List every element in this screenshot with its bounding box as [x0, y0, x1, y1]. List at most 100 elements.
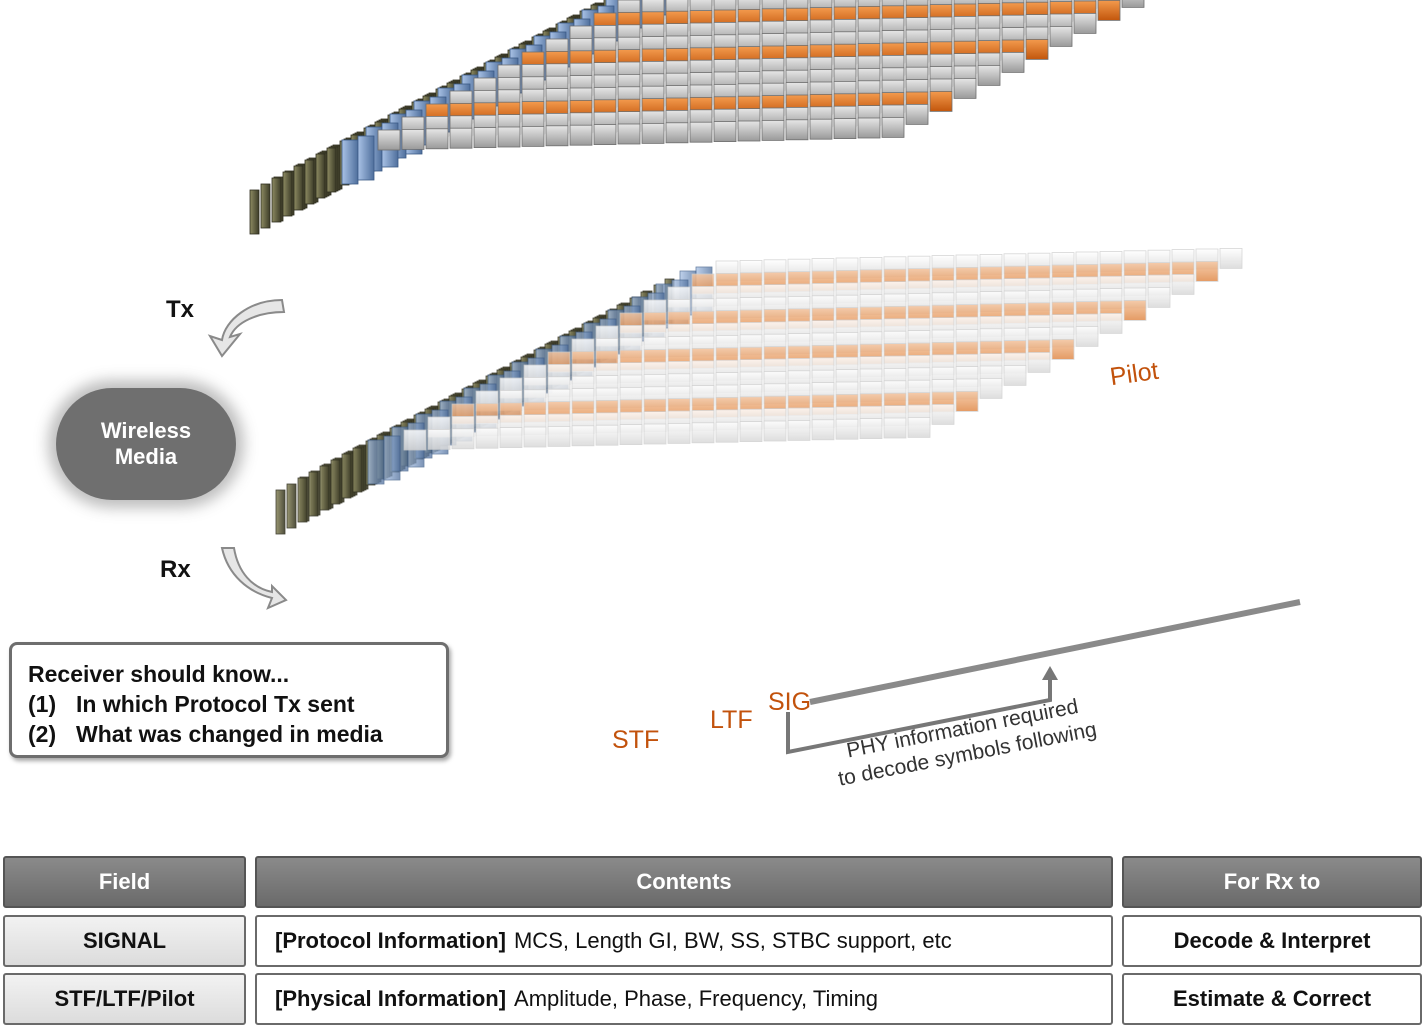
pilot-symbol: [1195, 260, 1219, 282]
data-symbol: [1219, 247, 1243, 269]
data-symbol: [1147, 286, 1171, 308]
row-training-contents: [Physical Information] Amplitude, Phase,…: [255, 973, 1113, 1025]
stf-symbol: [275, 489, 286, 535]
data-symbol: [883, 417, 907, 439]
stf-symbol: [249, 189, 260, 235]
phy-info-arrow-icon: [786, 674, 1052, 755]
row-signal-contents-bold: [Protocol Information]: [275, 928, 506, 953]
tx-arrow-icon: [207, 298, 286, 358]
data-symbol: [905, 104, 929, 125]
stf-symbol: [341, 453, 352, 499]
data-symbol: [667, 422, 691, 444]
data-symbol: [977, 65, 1001, 86]
data-symbol: [857, 117, 881, 139]
stf-symbol: [282, 171, 293, 217]
data-symbol: [859, 418, 883, 440]
stf-symbol: [293, 165, 304, 211]
stf-symbol: [326, 147, 337, 193]
receiver-note-item: (1)In which Protocol Tx sent: [28, 689, 430, 719]
data-symbol: [617, 123, 641, 145]
data-symbol: [1099, 312, 1123, 334]
data-symbol: [571, 425, 595, 447]
tx-label: Tx: [166, 296, 195, 323]
row-training-contents-text: Amplitude, Phase, Frequency, Timing: [514, 986, 879, 1011]
media-label-line1: Wireless: [100, 418, 192, 443]
data-symbol: [763, 420, 787, 442]
row-training-field: STF/LTF/Pilot: [3, 973, 246, 1025]
row-training-contents-bold: [Physical Information]: [275, 986, 507, 1011]
data-symbol: [787, 419, 811, 441]
receiver-note-title: Receiver should know...: [28, 661, 290, 687]
data-symbol: [665, 122, 689, 144]
pilot-symbol: [1123, 299, 1147, 321]
data-symbol: [689, 121, 713, 143]
receiver-note-text: In which Protocol Tx sent: [76, 691, 355, 717]
pilot-symbol: [1097, 0, 1121, 21]
header-contents: Contents: [255, 856, 1113, 908]
stf-symbol: [319, 465, 330, 511]
wireless-media-node: Wireless Media: [56, 388, 236, 500]
data-symbol: [739, 421, 763, 443]
row-signal-purpose: Decode & Interpret: [1122, 915, 1422, 967]
data-symbol: [1075, 325, 1099, 347]
data-symbol: [713, 121, 737, 142]
data-symbol: [785, 119, 809, 141]
data-symbol: [715, 421, 739, 443]
stf-symbol: [315, 153, 326, 199]
data-symbol: [761, 120, 785, 141]
data-symbol: [737, 120, 761, 142]
data-symbol: [811, 419, 835, 441]
pilot-symbol: [1051, 338, 1075, 360]
data-symbol: [449, 127, 473, 149]
data-symbol: [475, 427, 499, 449]
stf-symbol: [304, 159, 315, 205]
data-symbol: [1171, 273, 1195, 295]
media-label-line2: Media: [114, 444, 178, 469]
data-symbol: [1049, 25, 1073, 47]
data-symbol: [691, 422, 715, 444]
data-symbol: [1027, 351, 1051, 373]
ofdm-frame-diagram: [207, 0, 1301, 755]
receiver-note-num: (2): [28, 721, 57, 747]
data-symbol: [401, 128, 425, 150]
data-symbol: [979, 377, 1003, 399]
data-symbol: [835, 418, 859, 440]
receiver-note-text: What was changed in media: [76, 721, 383, 747]
ltf-symbol: [357, 135, 375, 181]
data-symbol: [833, 118, 857, 139]
data-symbol: [641, 123, 665, 144]
receiver-note-box: Receiver should know... (1)In which Prot…: [9, 642, 449, 758]
data-symbol: [523, 426, 547, 448]
data-symbol: [521, 126, 545, 147]
data-symbol: [499, 427, 523, 449]
row-signal-field: SIGNAL: [3, 915, 246, 967]
data-symbol: [1121, 0, 1145, 8]
row-signal-contents-text: MCS, Length GI, BW, SS, STBC support, et…: [513, 928, 952, 953]
data-symbol: [451, 428, 475, 450]
data-symbol: [425, 128, 449, 150]
data-symbol: [1073, 12, 1097, 34]
rx-arrow-icon: [220, 547, 288, 610]
ltf-symbol: [367, 439, 385, 485]
stf-symbol: [286, 483, 297, 529]
data-symbol: [497, 126, 521, 148]
rx-label: Rx: [160, 556, 191, 583]
data-symbol: [931, 403, 955, 425]
data-symbol: [809, 118, 833, 140]
rx-frame-grid: [275, 247, 1243, 535]
stf-symbol: [297, 477, 308, 523]
ltf-symbol: [341, 139, 359, 185]
data-symbol: [595, 424, 619, 446]
sig-label: SIG: [768, 688, 812, 716]
data-symbol: [473, 127, 497, 148]
data-symbol: [1001, 52, 1025, 73]
data-symbol: [427, 428, 451, 450]
pilot-symbol: [1025, 39, 1049, 60]
data-symbol: [619, 424, 643, 446]
ltf-label: LTF: [710, 706, 753, 734]
stf-symbol: [271, 177, 282, 223]
header-for-rx: For Rx to: [1122, 856, 1422, 908]
sig-bracket: [809, 599, 1301, 705]
data-symbol: [547, 425, 571, 447]
data-symbol: [953, 78, 977, 99]
